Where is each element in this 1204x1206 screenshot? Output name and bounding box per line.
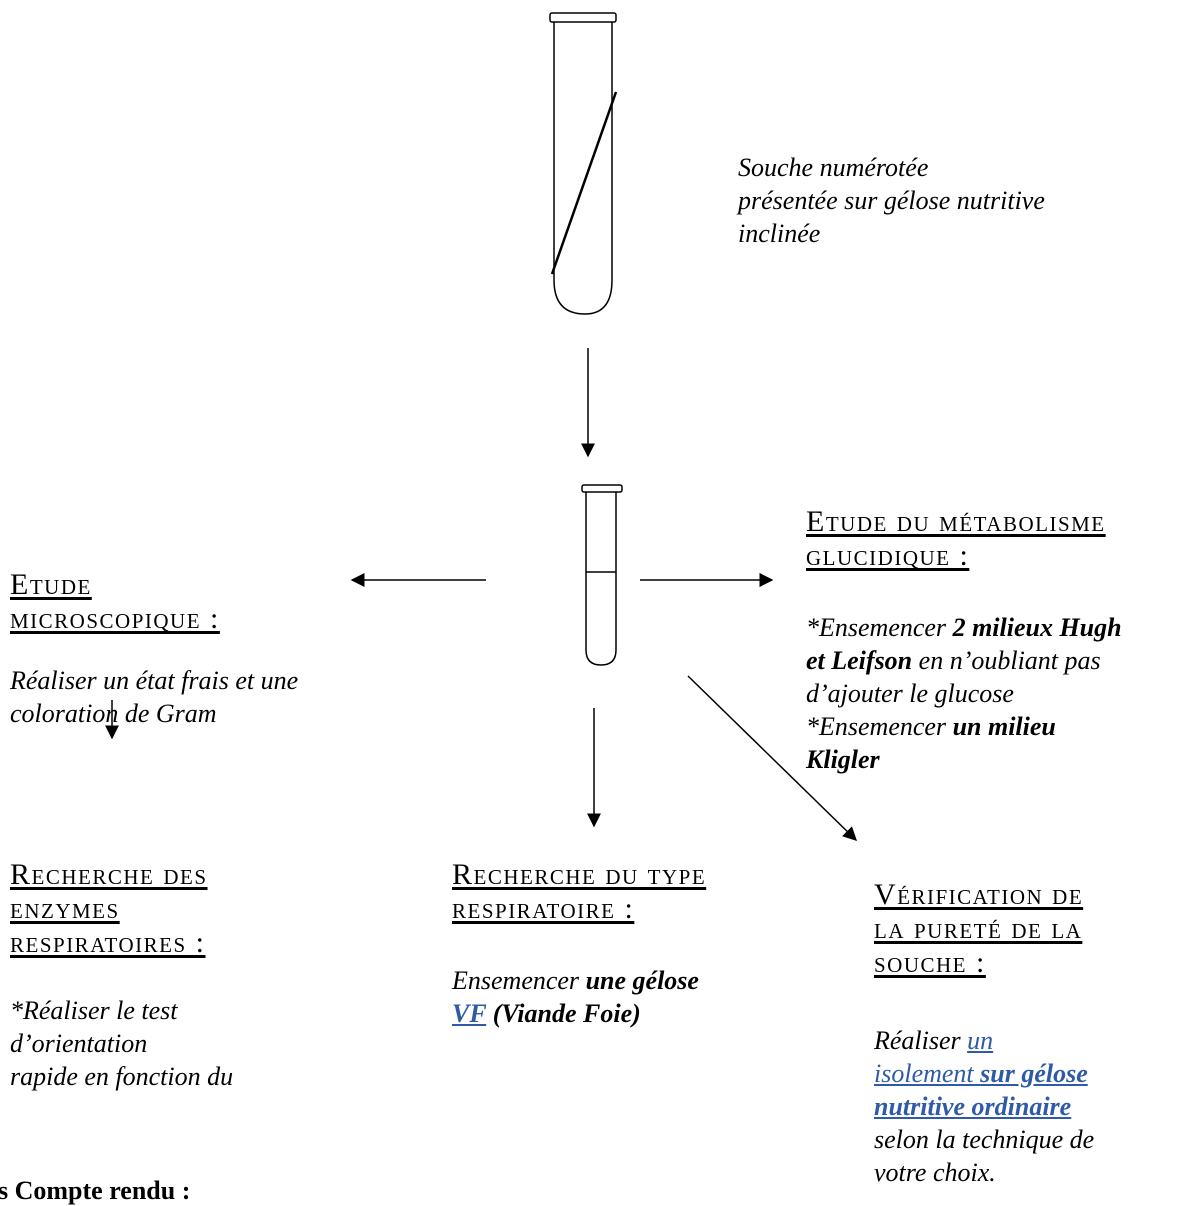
text-bold: 2 milieux Hugh xyxy=(952,613,1122,642)
heading-line: Etude du métabolisme xyxy=(806,505,1106,538)
text-line: votre choix. xyxy=(874,1158,996,1187)
heading-line: souche : xyxy=(874,946,986,979)
text-line: *Ensemencer un milieu xyxy=(806,710,1202,743)
heading-line: Etude xyxy=(10,568,92,601)
heading-line: respiratoires : xyxy=(10,926,206,959)
heading-line: enzymes xyxy=(10,892,120,925)
text-line: rapide en fonction du xyxy=(10,1062,234,1091)
heading-line: microscopique : xyxy=(10,602,220,635)
text-span: Ensemencer xyxy=(452,966,586,995)
arrow-diagonal-purity xyxy=(687,675,858,841)
respiratory-section: Recherche du type respiratoire : Ensemen… xyxy=(452,858,812,1030)
text-bold: Kligler xyxy=(806,745,880,774)
text-bold: (Viande Foie) xyxy=(486,999,641,1028)
microscopic-section: Etude microscopique : Réaliser un état f… xyxy=(10,568,370,730)
tube-caption: Souche numérotée présentée sur gélose nu… xyxy=(738,151,1045,250)
tube-caption-line: Souche numérotée xyxy=(738,153,929,182)
microscopic-heading: Etude microscopique : xyxy=(10,568,370,636)
heading-line: Recherche des xyxy=(10,858,208,891)
tube-caption-line: inclinée xyxy=(738,219,821,248)
text-line: Ensemencer une gélose xyxy=(452,964,812,997)
heading-line: Recherche du type xyxy=(452,858,707,891)
text-line: d’orientation xyxy=(10,1029,148,1058)
heading-line: respiratoire : xyxy=(452,892,635,925)
text-line: Réaliser un xyxy=(874,1024,1194,1057)
text-line: Kligler xyxy=(806,743,1202,776)
slant-tube-icon xyxy=(549,12,618,315)
report-heading: s Compte rendu : xyxy=(0,1176,191,1205)
text-line: selon la technique de xyxy=(874,1125,1095,1154)
enzymes-section: Recherche des enzymes respiratoires : *R… xyxy=(10,858,310,1093)
text-line: et Leifson en n’oubliant pas xyxy=(806,644,1202,677)
purity-section: Vérification de la pureté de la souche :… xyxy=(874,878,1194,1189)
text-line: Réaliser un état frais et une xyxy=(10,666,299,695)
respiratory-heading: Recherche du type respiratoire : xyxy=(452,858,812,926)
carbohydrate-text: *Ensemencer 2 milieux Hugh et Leifson en… xyxy=(806,611,1202,776)
purity-heading: Vérification de la pureté de la souche : xyxy=(874,878,1194,980)
text-line: isolement sur gélose xyxy=(874,1057,1194,1090)
text-line: coloration de Gram xyxy=(10,699,217,728)
text-bold: et Leifson xyxy=(806,646,913,675)
respiratory-text: Ensemencer une gélose VF (Viande Foie) xyxy=(452,964,812,1030)
text-span: Réaliser xyxy=(874,1026,968,1055)
isolement-link-part[interactable]: sur gélose xyxy=(980,1059,1088,1088)
isolement-link-part[interactable]: nutritive ordinaire xyxy=(874,1092,1072,1121)
text-span: en n’oubliant pas xyxy=(912,646,1101,675)
text-line: VF (Viande Foie) xyxy=(452,997,812,1030)
text-line: *Réaliser le test xyxy=(10,996,178,1025)
text-line: d’ajouter le glucose xyxy=(806,679,1014,708)
text-span: *Ensemencer xyxy=(806,712,953,741)
text-bold: une gélose xyxy=(585,966,699,995)
enzymes-heading: Recherche des enzymes respiratoires : xyxy=(10,858,310,960)
heading-line: la pureté de la xyxy=(874,912,1083,945)
text-line: nutritive ordinaire xyxy=(874,1090,1194,1123)
test-tube-icon xyxy=(581,484,623,666)
enzymes-text: *Réaliser le test d’orientation rapide e… xyxy=(10,994,310,1093)
carbohydrate-section: Etude du métabolisme glucidique : *Ensem… xyxy=(806,505,1202,776)
heading-line: Vérification de xyxy=(874,878,1084,911)
isolement-link-part[interactable]: isolement xyxy=(874,1059,981,1088)
vf-link[interactable]: VF xyxy=(452,999,487,1028)
isolement-link-part[interactable]: un xyxy=(967,1026,994,1055)
heading-line: glucidique : xyxy=(806,539,970,572)
microscopic-text: Réaliser un état frais et une coloration… xyxy=(10,664,370,730)
tube-caption-line: présentée sur gélose nutritive xyxy=(738,186,1045,215)
carbohydrate-heading: Etude du métabolisme glucidique : xyxy=(806,505,1202,573)
text-bold: un milieu xyxy=(952,712,1056,741)
purity-text: Réaliser un isolement sur gélose nutriti… xyxy=(874,1024,1194,1189)
text-line: *Ensemencer 2 milieux Hugh xyxy=(806,611,1202,644)
text-span: *Ensemencer xyxy=(806,613,953,642)
